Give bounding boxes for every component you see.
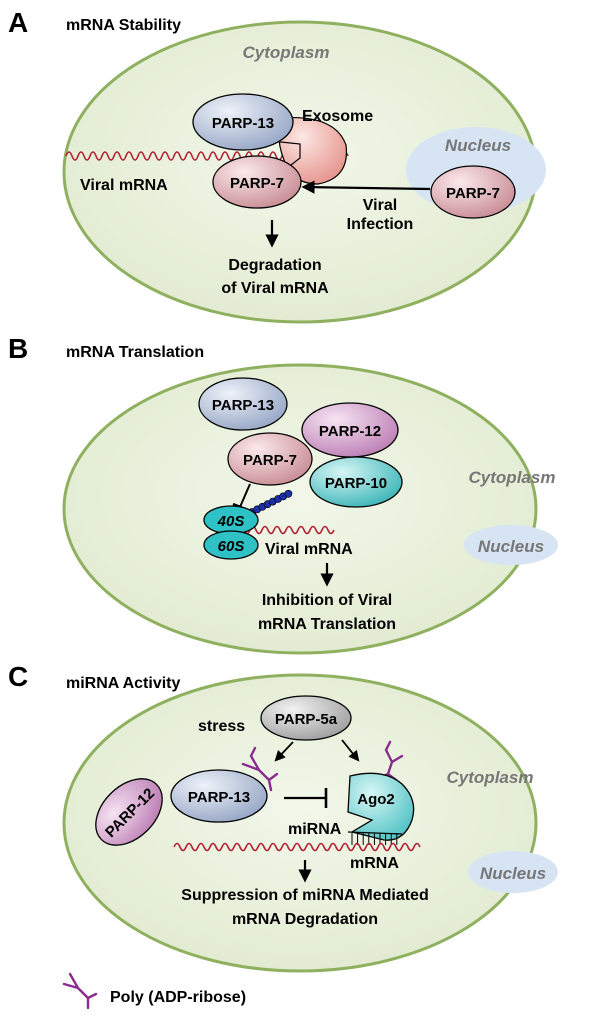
panel-letter: A — [8, 7, 28, 38]
viral-mrna-label: Viral mRNA — [265, 541, 353, 558]
ribosome-60s-label: 60S — [218, 538, 245, 555]
parp7-label: PARP-7 — [243, 452, 297, 469]
parp7-nuclear-protein — [430, 165, 516, 219]
nucleus — [468, 851, 558, 893]
par-legend-icon — [62, 972, 98, 1010]
parp7-nuclear-label: PARP-7 — [446, 185, 500, 202]
cell-membrane — [62, 673, 538, 973]
parp12-label: PARP-12 — [319, 423, 381, 440]
parp13-protein — [198, 377, 288, 431]
ago2-label: Ago2 — [357, 791, 395, 808]
cytoplasm-label: Cytoplasm — [447, 768, 534, 787]
nucleus — [464, 525, 558, 565]
parp10-label: PARP-10 — [325, 475, 387, 492]
parp7-protein — [212, 155, 302, 209]
mirna-strand — [347, 831, 403, 835]
mrna-strand — [173, 842, 421, 852]
panel-letter: C — [8, 661, 28, 692]
modification-arrow-right — [341, 739, 360, 762]
parp7-protein — [227, 432, 313, 486]
infection-label-1: Viral — [363, 197, 397, 214]
stress-label: stress — [198, 718, 245, 735]
outcome-label-1: Suppression of miRNA Mediated — [181, 887, 428, 904]
modification-arrow-left — [274, 741, 294, 762]
ribosome-60s — [203, 530, 259, 560]
parp13-label: PARP-13 — [188, 789, 250, 806]
parp13-protein — [192, 93, 294, 151]
legend-label: Poly (ADP-ribose) — [110, 989, 246, 1006]
translocation-arrow — [301, 180, 431, 194]
outcome-label-2: of Viral mRNA — [221, 280, 329, 297]
peptide-bead — [284, 489, 293, 498]
panel-title: miRNA Activity — [66, 675, 180, 692]
cell-membrane — [62, 363, 538, 655]
outcome-label-2: mRNA Translation — [258, 616, 396, 633]
nucleus-label: Nucleus — [445, 136, 511, 155]
outcome-label-2: mRNA Degradation — [232, 911, 378, 928]
panel-letter: B — [8, 333, 28, 364]
parp10-protein — [309, 456, 403, 508]
inhibition-mark — [284, 788, 328, 808]
parp13-label: PARP-13 — [212, 115, 274, 132]
outcome-label-1: Degradation — [228, 257, 321, 274]
cytoplasm-label: Cytoplasm — [243, 43, 330, 62]
outcome-label-1: Inhibition of Viral — [262, 592, 392, 609]
parp7-label: PARP-7 — [230, 175, 284, 192]
mirna-label: miRNA — [288, 821, 342, 838]
parp13-protein — [170, 769, 268, 823]
nucleus-label: Nucleus — [478, 537, 544, 556]
panel-title: mRNA Stability — [66, 17, 181, 34]
par-chain-icon — [241, 746, 279, 792]
parp5a-protein — [260, 695, 352, 741]
parp12-protein — [95, 778, 163, 846]
panel-b: B mRNA Translation Cytoplasm Nucleus PAR… — [8, 333, 558, 655]
ribosome-40s-label: 40S — [217, 513, 245, 530]
legend: Poly (ADP-ribose) — [62, 972, 246, 1010]
nucleus-label: Nucleus — [480, 864, 546, 883]
panel-title: mRNA Translation — [66, 344, 204, 361]
parp5a-label: PARP-5a — [275, 711, 338, 728]
mrna-label: mRNA — [350, 855, 399, 872]
exosome-complex — [278, 116, 348, 185]
panel-c: C miRNA Activity Cytoplasm Nucleus stres… — [8, 661, 558, 973]
ago2-protein — [347, 772, 415, 841]
parp13-label: PARP-13 — [212, 397, 274, 414]
infection-label-2: Infection — [347, 216, 414, 233]
panel-a: A mRNA Stability Cytoplasm Nucleus Exoso… — [8, 7, 546, 324]
viral-mrna-label: Viral mRNA — [80, 177, 168, 194]
exosome-label: Exosome — [302, 108, 373, 125]
cytoplasm-label: Cytoplasm — [469, 468, 556, 487]
